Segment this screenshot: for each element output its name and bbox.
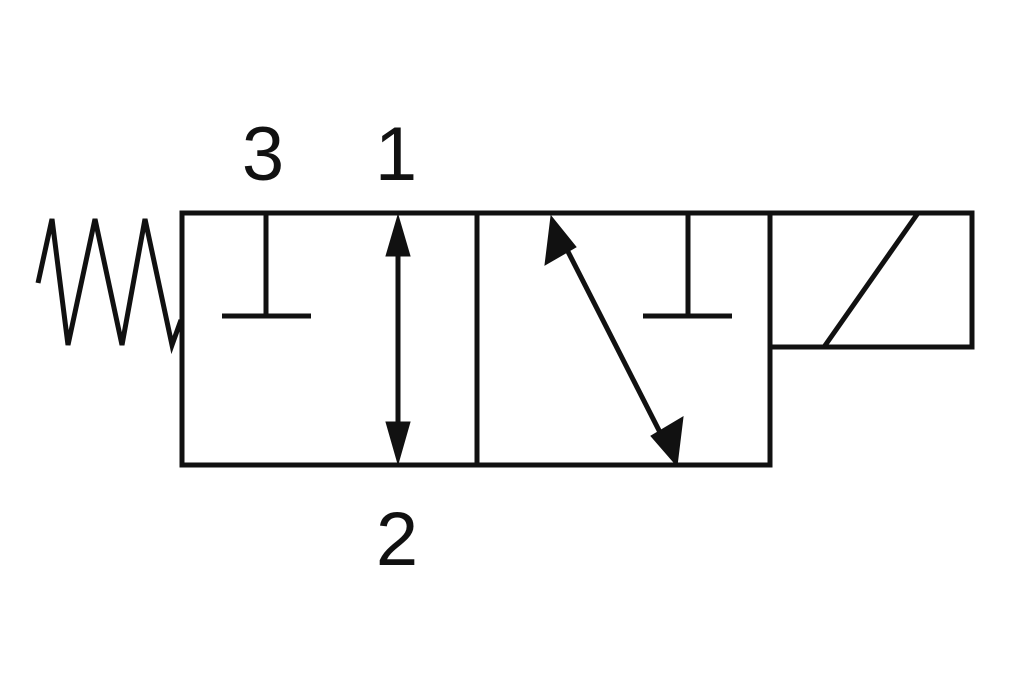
port-label-3: 3: [242, 112, 284, 197]
actuator-lever-icon: [821, 211, 921, 349]
double-headed-flow-arrow: [385, 213, 411, 466]
diagonal-arrow-shaft: [554, 228, 673, 454]
return-spring-icon: [35, 218, 184, 355]
blocked-port-tee-right: [643, 213, 732, 319]
lever-actuator-box: [767, 210, 975, 350]
double-arrow-head-up: [385, 213, 411, 257]
double-arrow-head-down: [385, 421, 411, 466]
port-label-2: 2: [376, 497, 418, 582]
diagonal-arrow-head-lower: [650, 416, 684, 468]
diagonal-arrow-head-upper: [544, 214, 577, 266]
port-label-1: 1: [375, 112, 417, 197]
diagonal-flow-arrow: [544, 214, 684, 468]
blocked-port-tee-left: [222, 213, 311, 319]
